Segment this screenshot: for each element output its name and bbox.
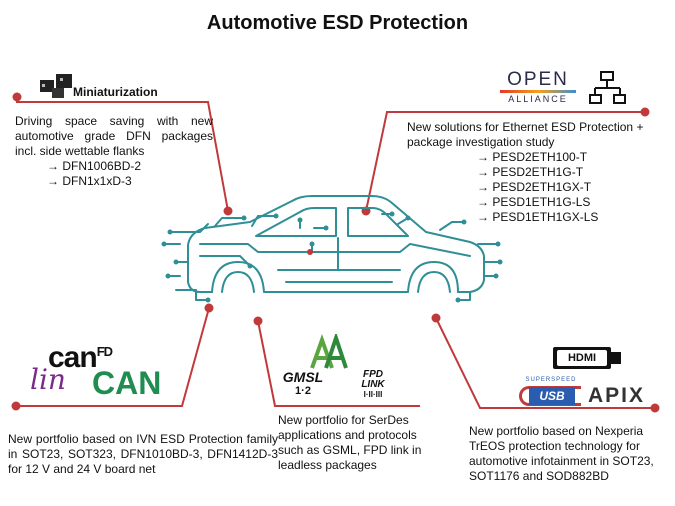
ethernet-item: → PESD2ETH1GX-T xyxy=(477,180,592,194)
hdmi-connector-tip xyxy=(611,352,621,364)
can-fd-logo: canFD xyxy=(48,338,113,374)
open-alliance-logo-line2: ALLIANCE xyxy=(508,94,568,104)
miniaturization-body: Driving space saving with new automotive… xyxy=(15,114,213,158)
miniaturization-item: → DFN1x1xD-3 xyxy=(47,174,132,188)
can-logo: CAN xyxy=(92,365,162,401)
can-fd-logo-text: can xyxy=(48,341,98,374)
serdes-body: New portfolio for SerDes applications an… xyxy=(278,413,422,472)
connector-ivn xyxy=(16,307,210,407)
connector-ethernet xyxy=(365,111,645,212)
open-alliance-logo: OPEN ALLIANCE xyxy=(500,70,576,104)
open-alliance-logo-line1: OPEN xyxy=(507,69,569,90)
fpd-link-logo: FPD LINK I·II·III xyxy=(352,370,394,400)
miniaturization-heading: Miniaturization xyxy=(73,85,158,99)
apix-logo: APIX xyxy=(588,384,646,407)
fpd-logo-text: FPD xyxy=(363,369,383,380)
hdmi-logo: HDMI xyxy=(553,347,623,369)
ethernet-body: New solutions for Ethernet ESD Protectio… xyxy=(407,120,644,149)
connector-serdes xyxy=(257,320,420,407)
ethernet-text: New solutions for Ethernet ESD Protectio… xyxy=(407,120,647,225)
link-logo-version: I·II·III xyxy=(363,390,383,399)
gmsl-logo-text: GMSL xyxy=(282,369,324,385)
infotainment-body: New portfolio based on Nexperia TrEOS pr… xyxy=(469,424,654,483)
connector-infotainment xyxy=(435,317,655,409)
ethernet-item: → PESD1ETH1GX-LS xyxy=(477,210,599,224)
ethernet-item: → PESD2ETH1G-T xyxy=(477,165,584,179)
ivn-body: New portfolio based on IVN ESD Protectio… xyxy=(8,432,278,476)
gmsl-logo: GMSL 1·2 xyxy=(276,369,330,398)
ethernet-item: → PESD1ETH1G-LS xyxy=(477,195,591,209)
aa-logo-icon xyxy=(310,334,348,369)
chip-package-icon xyxy=(40,74,72,98)
network-icon xyxy=(589,71,626,104)
page-title: Automotive ESD Protection xyxy=(206,12,469,34)
usb-superspeed-logo: SUPERSPEED USB xyxy=(519,377,583,409)
lin-logo: lin xyxy=(30,363,66,396)
can-fd-logo-fd: FD xyxy=(96,344,113,359)
miniaturization-item: → DFN1006BD-2 xyxy=(47,159,142,173)
gmsl-logo-version: 1·2 xyxy=(295,385,311,397)
link-logo-text: LINK xyxy=(361,379,385,390)
miniaturization-text: Driving space saving with new automotive… xyxy=(15,114,213,189)
usb-mark: USB xyxy=(519,383,583,409)
hdmi-logo-text: HDMI xyxy=(557,350,607,366)
ethernet-item: → PESD2ETH100-T xyxy=(477,150,588,164)
usb-logo-text: USB xyxy=(529,387,575,405)
open-alliance-stripe xyxy=(500,90,576,93)
superspeed-text: SUPERSPEED xyxy=(525,377,577,383)
